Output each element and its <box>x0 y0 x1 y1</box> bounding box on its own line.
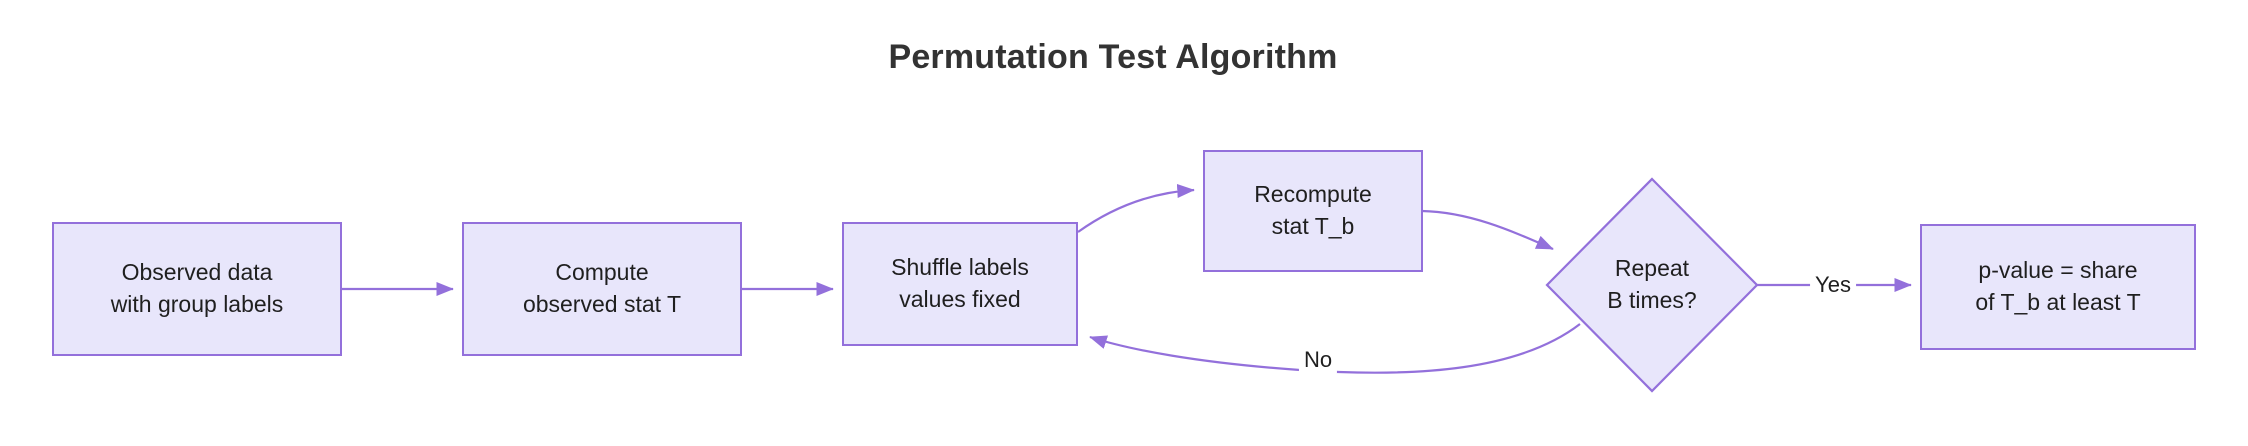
node-compute-observed-stat-line2: observed stat T <box>522 291 682 317</box>
node-observed-data-line2: with group labels <box>110 291 284 317</box>
node-recompute-stat[interactable]: Recompute stat T_b <box>1203 150 1423 272</box>
node-shuffle-labels[interactable]: Shuffle labels values fixed <box>842 222 1078 346</box>
edge-label-no: No <box>1298 347 1338 373</box>
node-observed-data-line1: Observed data <box>121 259 273 286</box>
node-p-value-result-line1: p-value = share <box>1978 257 2138 284</box>
node-p-value-result[interactable]: p-value = share of T_b at least T <box>1920 224 2196 350</box>
node-recompute-stat-line2: stat T_b <box>1271 213 1355 239</box>
node-recompute-stat-line1: Recompute <box>1254 181 1372 208</box>
node-shuffle-labels-line2: values fixed <box>899 286 1021 312</box>
edge-shuffle-to-recompute <box>1077 183 1195 233</box>
node-shuffle-labels-line1: Shuffle labels <box>891 254 1029 281</box>
node-repeat-decision[interactable]: Repeat B times? <box>1545 177 1759 393</box>
edge-label-yes: Yes <box>1810 272 1856 298</box>
diamond-shape-icon <box>1545 177 1759 393</box>
node-compute-observed-stat[interactable]: Compute observed stat T <box>462 222 742 356</box>
page-title: Permutation Test Algorithm <box>0 38 2248 77</box>
node-observed-data[interactable]: Observed data with group labels <box>52 222 342 356</box>
node-p-value-result-line2: of T_b at least T <box>1975 289 2141 315</box>
edge-recompute-to-repeat <box>1421 209 1554 251</box>
node-compute-observed-stat-line1: Compute <box>555 259 649 286</box>
page-title-text: Permutation Test Algorithm <box>888 38 1338 76</box>
